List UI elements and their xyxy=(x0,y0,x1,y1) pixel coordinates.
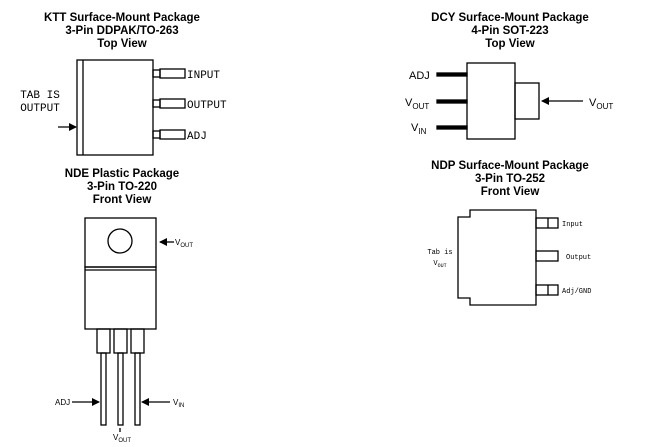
ktt-pin-output xyxy=(152,98,186,109)
dcy-title-line1: DCY Surface-Mount Package xyxy=(431,12,589,24)
nde-title-line3: Front View xyxy=(92,194,152,206)
nde-pin-vin-main: V xyxy=(173,398,179,407)
dcy-pin-vin xyxy=(436,125,468,130)
dcy-package xyxy=(436,62,583,140)
nde-mount-hole xyxy=(107,228,133,254)
dcy-tab-label-sub: OUT xyxy=(596,102,613,111)
dcy-pin-vout-label: VOUT xyxy=(405,97,429,111)
nde-lead-2 xyxy=(117,352,124,426)
nde-tab xyxy=(84,217,157,268)
ndp-package xyxy=(457,209,559,306)
ndp-tab-label-line1: Tab is xyxy=(427,249,452,257)
nde-pin-vin-label: VIN xyxy=(173,398,184,409)
nde-lead-3 xyxy=(134,352,141,426)
ktt-pin-output-label: OUTPUT xyxy=(187,100,227,112)
ktt-title-line1: KTT Surface-Mount Package xyxy=(44,12,200,24)
ktt-pin-input-label: INPUT xyxy=(187,70,220,82)
nde-pin-vout-label: VOUT xyxy=(113,433,131,444)
ndp-title-line3: Front View xyxy=(480,186,540,198)
nde-lead-2-shoulder xyxy=(113,328,128,354)
ndp-pin-output-label: Output xyxy=(566,254,591,262)
ktt-tab-label-line2: OUTPUT xyxy=(20,103,60,115)
ndp-title-line1: NDP Surface-Mount Package xyxy=(431,160,589,172)
nde-pin-vin-sub: IN xyxy=(178,403,184,409)
dcy-pin-vin-label: VIN xyxy=(411,122,427,136)
ndp-title-line2: 3-Pin TO-252 xyxy=(474,173,546,185)
nde-lead-1 xyxy=(100,352,107,426)
nde-package xyxy=(72,217,174,432)
ktt-title-line3: Top View xyxy=(97,38,147,50)
nde-pin-vout-main: V xyxy=(113,433,119,442)
ndp-pin-input xyxy=(535,217,559,229)
dcy-pin-vout xyxy=(436,99,468,104)
nde-title: NDE Plastic Package 3-Pin TO-220 Front V… xyxy=(22,168,222,207)
dcy-tab xyxy=(514,82,540,120)
dcy-pin-vin-main: V xyxy=(411,122,419,134)
dcy-title: DCY Surface-Mount Package 4-Pin SOT-223 … xyxy=(410,12,610,51)
ndp-tab-label-line2: VOUT xyxy=(433,260,446,269)
ktt-title-line2: 3-Pin DDPAK/TO-263 xyxy=(65,25,179,37)
dcy-body xyxy=(466,62,516,140)
ktt-tab-label-line1: TAB IS xyxy=(20,90,60,102)
nde-body xyxy=(84,266,157,330)
ndp-tab-label-sub: OUT xyxy=(438,263,447,269)
ndp-pin-input-label: Input xyxy=(562,221,583,229)
ktt-pin-adj-label: ADJ xyxy=(187,131,207,143)
dcy-tab-label-main: V xyxy=(589,97,597,109)
nde-tab-label: VOUT xyxy=(175,238,193,249)
nde-title-line2: 3-Pin TO-220 xyxy=(86,181,158,193)
ndp-pin-adj-label: Adj/GND xyxy=(562,288,591,296)
dcy-pin-adj xyxy=(436,72,468,77)
ndp-tab-label-main: V xyxy=(433,260,438,268)
dcy-pin-vout-sub: OUT xyxy=(412,102,429,111)
ndp-pin-adj xyxy=(535,284,559,296)
nde-title-line1: NDE Plastic Package xyxy=(64,168,180,180)
dcy-pin-adj-label: ADJ xyxy=(409,70,430,82)
nde-lead-1-shoulder xyxy=(96,328,111,354)
ktt-pin-adj xyxy=(152,129,186,140)
ndp-body xyxy=(457,209,537,306)
nde-tab-label-main: V xyxy=(175,238,181,247)
dcy-title-line3: Top View xyxy=(485,38,535,50)
dcy-tab-label: VOUT xyxy=(589,97,613,111)
nde-pin-vout-sub: OUT xyxy=(118,438,131,444)
dcy-title-line2: 4-Pin SOT-223 xyxy=(471,25,549,37)
nde-tab-label-sub: OUT xyxy=(180,243,193,249)
ktt-body xyxy=(76,59,154,156)
nde-pin-adj-label: ADJ xyxy=(55,398,70,407)
dcy-pin-vin-sub: IN xyxy=(418,127,426,136)
ktt-pin-input xyxy=(152,68,186,79)
ndp-title: NDP Surface-Mount Package 3-Pin TO-252 F… xyxy=(410,160,610,199)
ktt-package xyxy=(58,59,186,156)
ktt-title: KTT Surface-Mount Package 3-Pin DDPAK/TO… xyxy=(22,12,222,51)
ndp-pin-output xyxy=(535,250,559,262)
nde-lead-3-shoulder xyxy=(130,328,145,354)
dcy-pin-vout-main: V xyxy=(405,97,413,109)
